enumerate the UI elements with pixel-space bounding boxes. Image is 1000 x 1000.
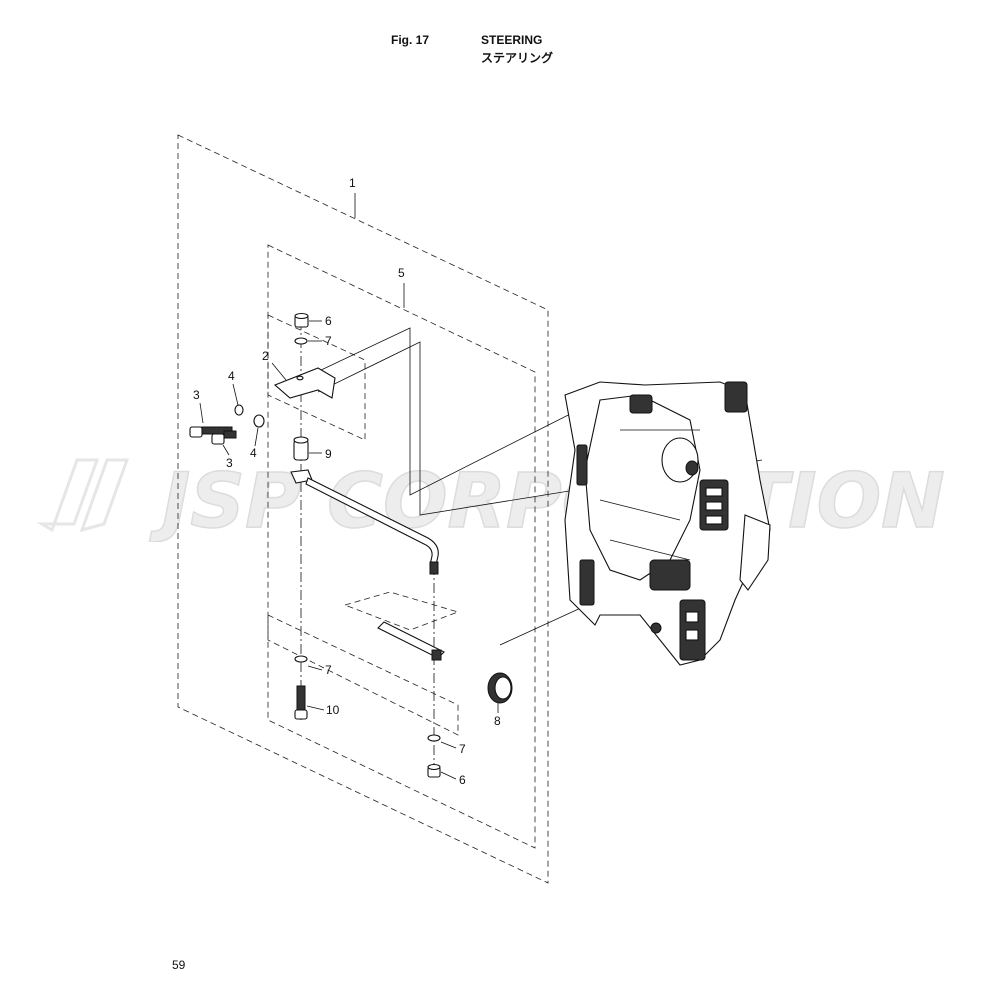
washer-part-7-upper — [294, 337, 308, 345]
leader-line-7-lower-right — [440, 741, 457, 749]
washer-part-7-lower-right — [427, 734, 441, 742]
bracket-part-2 — [273, 367, 336, 399]
steering-tube — [377, 621, 445, 661]
callout-3-upper: 3 — [193, 388, 200, 402]
callout-10: 10 — [326, 703, 340, 717]
leader-line-3-upper — [199, 402, 204, 424]
leader-line-3-lower — [222, 444, 230, 456]
bracket-detail-boundary — [267, 314, 366, 441]
leader-line-4-lower — [254, 427, 259, 447]
callout-6-lower: 6 — [459, 773, 466, 787]
callout-5: 5 — [398, 266, 405, 280]
callout-7-lower-right: 7 — [459, 742, 466, 756]
callout-2: 2 — [262, 349, 269, 363]
callout-4-lower: 4 — [250, 446, 257, 460]
callout-8: 8 — [494, 714, 501, 728]
page-number: 59 — [172, 958, 186, 972]
callout-6-upper: 6 — [325, 314, 332, 328]
collar-part-8 — [487, 672, 513, 704]
leader-line-10 — [306, 705, 325, 711]
callout-3-lower: 3 — [226, 456, 233, 470]
leader-line-7-lower-left — [307, 665, 323, 671]
nut-part-6-lower — [427, 763, 441, 778]
figure-number: Fig. 17 — [391, 33, 430, 47]
washer-part-4-upper — [234, 404, 244, 416]
washer-part-4-lower — [253, 414, 265, 428]
leader-line-4-upper — [232, 383, 239, 406]
leader-line-6-lower — [440, 771, 457, 780]
callout-7-upper: 7 — [325, 334, 332, 348]
leader-line-2 — [271, 362, 287, 381]
callout-4-upper: 4 — [228, 369, 235, 383]
callout-9: 9 — [325, 447, 332, 461]
steering-link-rod — [290, 469, 439, 575]
assembly-5-boundary — [267, 244, 536, 849]
connection-line-upper — [299, 327, 599, 496]
bolt-part-10 — [294, 685, 308, 720]
callout-1: 1 — [349, 176, 356, 190]
watermark-text: JSP CORPORATION — [149, 456, 945, 542]
watermark-logo: JSP CORPORATION — [36, 455, 946, 542]
tube-detail-boundary — [343, 591, 460, 631]
page-title-japanese: ステアリング — [481, 51, 554, 65]
lower-detail-boundary — [267, 614, 459, 736]
callout-7-lower-left: 7 — [325, 663, 332, 677]
assembly-1-boundary — [177, 134, 549, 884]
washer-part-7-lower-left — [294, 655, 308, 663]
bolt-part-3-lower — [211, 430, 237, 445]
nut-part-6-upper — [294, 312, 309, 328]
bushing-part-9 — [293, 436, 309, 461]
page-title: STEERING — [481, 33, 543, 47]
swivel-bracket-housing — [564, 381, 771, 666]
